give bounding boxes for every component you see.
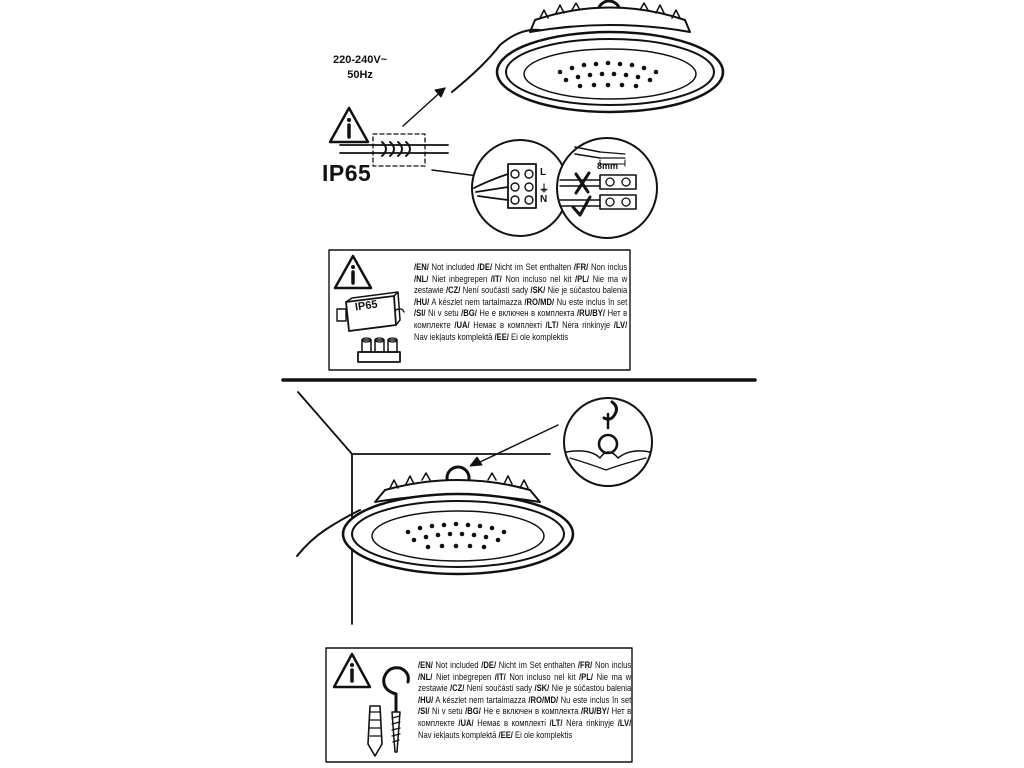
language-code: /SK/	[530, 285, 546, 296]
language-code: /FR/	[577, 660, 593, 670]
lamp-icon	[296, 465, 575, 576]
notice-translation: Ei ole komplektis	[508, 331, 569, 342]
notice-translation: Немає в комплекті	[469, 319, 546, 330]
notice-box-1	[328, 249, 631, 371]
ceiling-outline	[297, 391, 551, 625]
language-code: /DE/	[477, 262, 493, 272]
notice-text-2: /EN/ Not included /DE/ Nicht im Set enth…	[418, 660, 631, 741]
notice-translation: Niet inbegrepen	[432, 671, 495, 682]
notice-translation: He e включен в комплекта	[476, 308, 578, 319]
language-code: /DE/	[481, 660, 497, 670]
notice-translation: Nav iekļauts komplektā	[414, 331, 495, 342]
notice-translation: Ei ole komplektis	[512, 729, 573, 740]
frequency-value: 50Hz	[347, 69, 373, 81]
warning-icon	[333, 254, 373, 290]
junction-box-icon	[336, 291, 405, 332]
language-code: /BG/	[461, 308, 477, 319]
language-code: /UA/	[454, 319, 470, 330]
notice-translation: Non inclus	[588, 262, 628, 272]
language-code: /EE/	[494, 331, 509, 342]
notice-translation: Nie je súčastou balenia	[549, 683, 632, 694]
terminal-neutral-label: N	[540, 194, 548, 205]
voltage-value: 220-240V~	[333, 54, 388, 66]
notice-translation: Нет в комплекте	[414, 308, 628, 330]
language-code: /SI/	[414, 308, 426, 319]
language-code: /CZ/	[446, 285, 461, 296]
terminal-live-label: L	[540, 167, 547, 178]
connector-icon	[339, 133, 449, 167]
notice-translation: Non inclus	[592, 660, 632, 670]
language-code: /IT/	[494, 671, 506, 682]
language-code: /HU/	[414, 296, 430, 307]
notice-translation: Nie ma w zestawie	[418, 671, 632, 694]
notice-translation: Nicht im Set enthalten	[496, 660, 578, 670]
language-code: /IT/	[490, 273, 502, 284]
language-code: /SI/	[418, 706, 430, 717]
notice-translation: Non incluso nel kit	[505, 671, 580, 682]
notice-translation: Nu este inclus în set	[558, 694, 632, 705]
terminal-earth-label: ⏚	[539, 184, 549, 195]
hook-detail	[563, 397, 653, 487]
notice-box-2	[325, 647, 633, 763]
language-code: /RO/MD/	[524, 296, 555, 307]
notice-translation: Nėra rinkinyje	[558, 319, 614, 330]
hook-icon	[382, 666, 410, 753]
notice-translation: Ni v setu	[425, 308, 462, 319]
language-code: /RO/MD/	[528, 694, 559, 705]
language-code: /LT/	[549, 717, 563, 728]
language-code: /BG/	[465, 706, 481, 717]
language-code: /PL/	[579, 671, 594, 682]
notice-translation: Not included	[432, 660, 482, 670]
language-code: /LV/	[613, 319, 628, 330]
notice-translation: Ni v setu	[429, 706, 466, 717]
language-code: /RU/BY/	[581, 706, 609, 717]
language-code: /LT/	[545, 319, 559, 330]
language-code: /EE/	[498, 729, 513, 740]
ip-rating-label: IP65	[322, 160, 372, 186]
lamp-icon	[451, 0, 725, 114]
notice-translation: A készlet nem tartalmazza	[433, 694, 529, 705]
language-code: /NL/	[414, 273, 429, 284]
strip-length-label: 8mm	[597, 161, 619, 171]
notice-translation: Nav iekļauts komplektā	[418, 729, 499, 740]
warning-icon	[332, 652, 372, 689]
voltage-label: 220-240V~ 50Hz	[333, 53, 387, 83]
language-code: /PL/	[575, 273, 590, 284]
language-code: /CZ/	[450, 683, 465, 694]
language-code: /FR/	[573, 262, 589, 272]
notice-translation: A készlet nem tartalmazza	[429, 296, 525, 307]
terminal-block-icon	[471, 139, 569, 237]
notice-translation: Non incluso nel kit	[501, 273, 576, 284]
notice-translation: Nicht im Set enthalten	[492, 262, 574, 272]
terminal-block-icon	[357, 337, 401, 363]
notice-translation: Немає в комплекті	[473, 717, 550, 728]
notice-translation: Nie ma w zestawie	[414, 273, 628, 296]
language-code: /EN/	[414, 262, 429, 272]
warning-icon	[328, 106, 370, 144]
language-code: /RU/BY/	[577, 308, 605, 319]
wall-plug-icon	[367, 705, 383, 757]
notice-translation: Není součástí sady	[464, 683, 535, 694]
notice-translation: Nie je súčastou balenia	[545, 285, 628, 296]
language-code: /NL/	[418, 671, 433, 682]
notice-translation: Нет в комплекте	[418, 706, 632, 728]
language-code: /LV/	[617, 717, 632, 728]
notice-text-1: /EN/ Not included /DE/ Nicht im Set enth…	[414, 262, 627, 343]
language-code: /HU/	[418, 694, 434, 705]
notice-translation: Nu este inclus în set	[554, 296, 628, 307]
notice-translation: Není součástí sady	[460, 285, 531, 296]
notice-translation: Nėra rinkinyje	[562, 717, 618, 728]
wire-strip-detail	[556, 137, 658, 239]
language-code: /EN/	[418, 660, 433, 670]
notice-translation: He e включен в комплекта	[480, 706, 582, 717]
notice-translation: Niet inbegrepen	[428, 273, 491, 284]
language-code: /UA/	[458, 717, 474, 728]
language-code: /SK/	[534, 683, 550, 694]
notice-translation: Not included	[428, 262, 478, 272]
